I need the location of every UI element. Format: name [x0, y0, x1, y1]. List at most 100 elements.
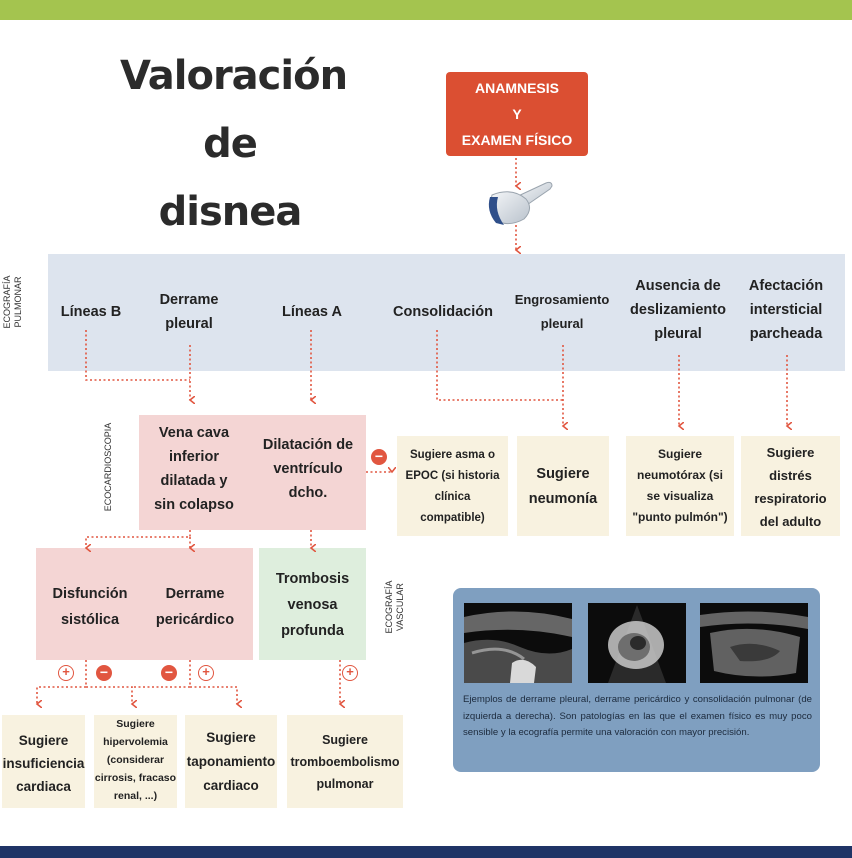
finding-vena-cava-line-3: dilatada y — [160, 473, 228, 489]
vascular-finding-box — [259, 548, 366, 660]
sign-plus-tep: + — [342, 665, 358, 681]
ultrasound-image-consolidacion — [700, 603, 808, 683]
finding-engrosamiento-pleural: Engrosamiento pleural — [504, 288, 620, 336]
finding-consolidacion: Consolidación — [380, 300, 506, 324]
anamnesis-line-2: Y — [512, 106, 522, 122]
finding-ausencia-deslizamiento: Ausencia de deslizamiento pleural — [620, 274, 736, 346]
result-distres-line-2: distrés — [769, 468, 812, 483]
finding-lineas-b: Líneas B — [50, 300, 132, 324]
result-insuficiencia-line-2: insuficiencia — [2, 756, 85, 771]
result-insuficiencia-line-3: cardiaca — [16, 779, 71, 794]
finding-ausencia-line-1: Ausencia de — [635, 278, 721, 294]
finding-dilatacion-vd: Dilatación de ventrículo dcho. — [253, 433, 363, 505]
top-accent-bar — [0, 0, 852, 20]
arrow-hipervolemia-left — [86, 686, 132, 704]
result-taponamiento-line-3: cardiaco — [203, 778, 259, 793]
finding-trombosis-line-1: Trombosis — [275, 571, 350, 587]
anamnesis-line-3: EXAMEN FÍSICO — [461, 132, 573, 148]
title-line-2: de — [203, 121, 258, 167]
result-tep-line-3: pulmonar — [316, 777, 374, 791]
result-hipervolemia-line-4: cirrosis, fracaso — [94, 772, 177, 784]
finding-disfuncion-line-1: Disfunción — [52, 586, 128, 602]
finding-derrame-peri-line-2: pericárdico — [155, 612, 235, 628]
result-taponamiento: Sugiere taponamiento cardiaco — [185, 715, 277, 808]
finding-vena-cava-line-1: Vena cava — [158, 425, 230, 441]
finding-engrosamiento-line-1: Engrosamiento — [514, 292, 610, 307]
finding-derrame-pleural-line-2: pleural — [165, 316, 213, 332]
result-asma-line-2: EPOC (si historia — [405, 470, 500, 482]
result-hipervolemia-line-5: renal, ...) — [113, 790, 158, 802]
result-taponamiento-line-1: Sugiere — [206, 730, 256, 745]
finding-ausencia-line-2: deslizamiento — [630, 302, 726, 318]
cardiac-findings-box — [36, 548, 253, 660]
finding-consolidacion-text: Consolidación — [393, 304, 493, 320]
finding-lineas-a-text: Líneas A — [282, 304, 342, 320]
ultrasound-probe-icon — [488, 181, 553, 225]
finding-trombosis-line-3: profunda — [281, 623, 344, 639]
result-neumonia-line-2: neumonía — [528, 491, 598, 507]
result-asma-epoc: Sugiere asma o EPOC (si historia clínica… — [397, 436, 508, 536]
sign-minus-asma: − — [371, 449, 387, 465]
result-asma-line-4: compatible) — [420, 512, 485, 524]
result-distres-line-1: Sugiere — [766, 445, 815, 460]
pulmonary-findings-band — [48, 254, 845, 371]
result-asma-line-3: clínica — [434, 491, 471, 503]
result-tromboembolismo: Sugiere tromboembolismo pulmonar — [287, 715, 403, 808]
finding-ausencia-line-3: pleural — [654, 326, 702, 342]
finding-afectacion-intersticial: Afectación intersticial parcheada — [736, 274, 836, 346]
result-hipervolemia: Sugiere hipervolemia (considerar cirrosi… — [94, 715, 177, 808]
result-distres-line-4: del adulto — [759, 514, 822, 529]
finding-vena-cava-line-4: sin colapso — [154, 497, 234, 513]
result-neumotorax-line-1: Sugiere — [657, 447, 702, 461]
finding-disfuncion-sistolica: Disfunción sistólica — [40, 581, 140, 633]
ultrasound-image-derrame-pleural — [464, 603, 572, 683]
finding-derrame-pleural: Derrame pleural — [140, 288, 238, 336]
sign-plus-taponamiento: + — [198, 665, 214, 681]
sign-plus-insuficiencia: + — [58, 665, 74, 681]
arrow-vena-cava-branch — [86, 530, 191, 548]
result-insuficiencia-cardiaca: Sugiere insuficiencia cardiaca — [2, 715, 85, 808]
result-neumonia-line-1: Sugiere — [536, 466, 590, 482]
finding-dilatacion-line-3: dcho. — [288, 485, 328, 501]
finding-trombosis-line-2: venosa — [287, 597, 338, 613]
finding-derrame-pericardico: Derrame pericárdico — [142, 581, 248, 633]
finding-dilatacion-line-1: Dilatación de — [262, 437, 354, 453]
arrow-lineas-b — [85, 330, 190, 381]
finding-afectacion-line-3: parcheada — [749, 326, 823, 342]
finding-trombosis-venosa: Trombosis venosa profunda — [259, 566, 366, 644]
result-tep-line-2: tromboembolismo — [290, 755, 400, 769]
finding-engrosamiento-line-2: pleural — [540, 316, 584, 331]
result-hipervolemia-line-2: hipervolemia — [103, 736, 168, 748]
finding-afectacion-line-2: intersticial — [749, 302, 823, 318]
result-asma-line-1: Sugiere asma o — [409, 449, 495, 461]
finding-derrame-pleural-line-1: Derrame — [159, 292, 219, 308]
anamnesis-box: ANAMNESIS Y EXAMEN FÍSICO — [446, 72, 588, 156]
finding-derrame-peri-line-1: Derrame — [165, 586, 225, 602]
result-hipervolemia-line-1: Sugiere — [116, 718, 155, 730]
anamnesis-line-1: ANAMNESIS — [474, 80, 559, 96]
finding-vena-cava-line-2: inferior — [169, 449, 219, 465]
ultrasound-image-derrame-pericardico — [588, 603, 686, 683]
result-neumonia: Sugiere neumonía — [517, 436, 609, 536]
arrow-cardiac-split — [37, 660, 87, 704]
arrow-consolidacion — [436, 330, 563, 401]
result-distres-line-3: respiratorio — [754, 491, 827, 506]
result-hipervolemia-line-3: (considerar — [106, 754, 165, 766]
result-tep-line-1: Sugiere — [322, 733, 368, 747]
echo-findings-box — [139, 415, 366, 530]
finding-dilatacion-line-2: ventrículo — [273, 461, 343, 477]
finding-lineas-b-text: Líneas B — [60, 304, 122, 320]
result-neumotorax-line-2: neumotórax (si — [636, 468, 723, 482]
arrow-taponamiento — [190, 686, 237, 704]
result-neumotorax-line-3: se visualiza — [646, 489, 714, 503]
sign-minus-hipervolemia-right: − — [161, 665, 177, 681]
bottom-accent-bar — [0, 846, 852, 858]
page-title: Valoración de disnea — [120, 42, 348, 246]
ultrasound-examples-caption: Ejemplos de derrame pleural, derrame per… — [463, 694, 812, 738]
finding-afectacion-line-1: Afectación — [748, 278, 824, 294]
sign-minus-hipervolemia-left: − — [96, 665, 112, 681]
title-line-1: Valoración — [120, 53, 348, 99]
result-taponamiento-line-2: taponamiento — [186, 754, 276, 769]
result-distres: Sugiere distrés respiratorio del adulto — [741, 436, 840, 536]
